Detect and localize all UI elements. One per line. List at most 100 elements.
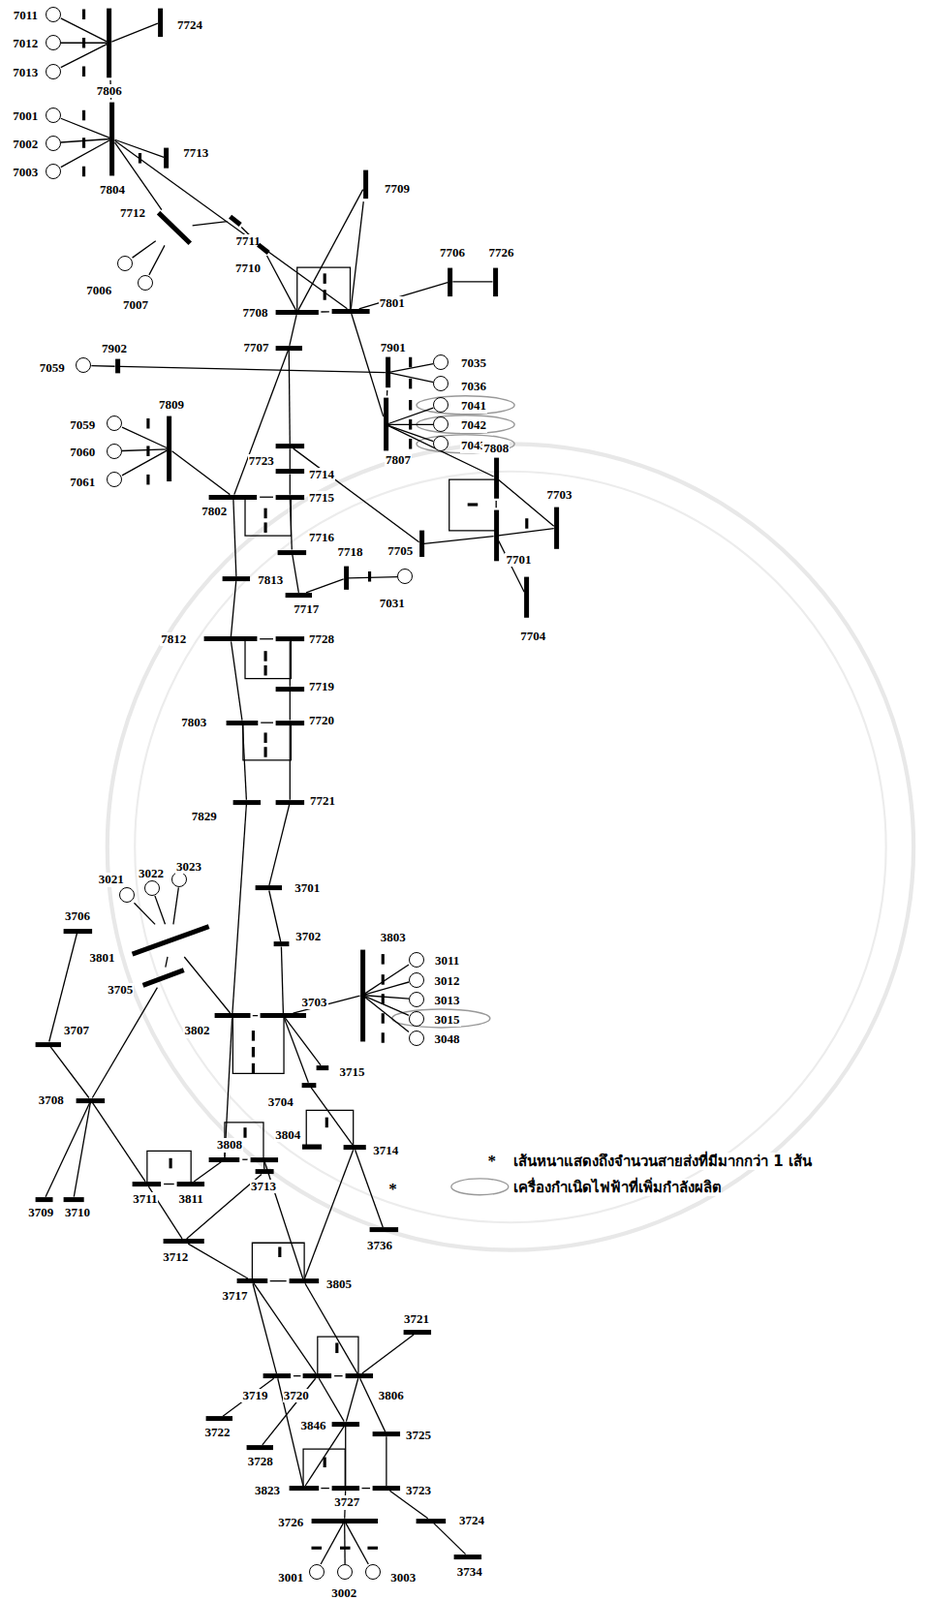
bus-bar-shape bbox=[160, 1238, 207, 1244]
transmission-line-path bbox=[91, 365, 115, 368]
bus-label: 7712 bbox=[119, 206, 147, 220]
breaker-symbol bbox=[368, 571, 372, 583]
bus-bar-line bbox=[263, 1373, 291, 1379]
transmission-line bbox=[269, 890, 281, 942]
transmission-line bbox=[122, 427, 167, 448]
generator-label: 3011 bbox=[433, 954, 461, 968]
transmission-line-path bbox=[61, 44, 107, 68]
transmission-line bbox=[122, 450, 167, 476]
transmission-line-path bbox=[320, 1487, 330, 1489]
bus-label: 7701 bbox=[504, 553, 532, 567]
transmission-line bbox=[388, 426, 495, 477]
bus-label: 3712 bbox=[161, 1250, 189, 1265]
bus-label: 7803 bbox=[180, 715, 208, 730]
bus-label: 7718 bbox=[337, 545, 365, 559]
bus-bar: 3719 bbox=[260, 1373, 294, 1379]
bus-bar-shape bbox=[275, 550, 310, 556]
bus-bar-line bbox=[342, 1144, 366, 1150]
bus-bar-line bbox=[258, 245, 270, 253]
bus-bar-line bbox=[273, 941, 289, 947]
transmission-line bbox=[115, 139, 165, 157]
transmission-line bbox=[305, 1426, 344, 1486]
transmission-line-path bbox=[122, 427, 167, 448]
transmission-line-path bbox=[61, 42, 107, 44]
transmission-line-path bbox=[289, 473, 291, 495]
bus-label: 7807 bbox=[384, 453, 412, 467]
bus-bar-shape bbox=[260, 1373, 294, 1379]
transmission-line-path bbox=[345, 1378, 358, 1422]
bus-bar-shape bbox=[342, 1373, 376, 1379]
breaker-symbol bbox=[381, 993, 385, 1005]
bus-bar-shape bbox=[494, 507, 499, 564]
bus-bar: 7712 bbox=[155, 210, 193, 247]
bus-label: 7806 bbox=[95, 84, 124, 98]
bus-label: 3725 bbox=[404, 1428, 433, 1443]
generator-symbol: 3011 bbox=[408, 952, 425, 968]
breaker-symbol bbox=[251, 1063, 255, 1075]
generator-symbol: 3015 bbox=[408, 1011, 425, 1027]
transmission-line-path bbox=[187, 1243, 248, 1279]
bus-bar-shape bbox=[201, 636, 260, 642]
bus-bar: 7707 bbox=[273, 345, 306, 351]
bus-bar-shape bbox=[166, 413, 172, 485]
generator-symbol: 3013 bbox=[408, 991, 425, 1008]
bus-bar: 7801 bbox=[329, 309, 372, 314]
bus-bar: 7720 bbox=[273, 720, 308, 726]
bus-bar-line bbox=[35, 1197, 54, 1203]
bus-bar: 3720 bbox=[300, 1373, 335, 1379]
bus-bar-shape bbox=[370, 1431, 403, 1437]
bus-label: 7812 bbox=[159, 632, 187, 647]
bus-bar-line bbox=[232, 800, 260, 805]
legend-text: เครื่องกำเนิดไฟฟ้าที่เพิ่มกำลังผลิต bbox=[513, 1178, 722, 1197]
bus-bar: 3726 bbox=[309, 1518, 381, 1524]
bus-bar-shape bbox=[203, 1416, 236, 1422]
bus-loop bbox=[306, 1110, 353, 1147]
bus-loop bbox=[243, 722, 292, 761]
bus-bar: 3722 bbox=[203, 1416, 236, 1422]
bus-bar-shape bbox=[252, 1169, 277, 1175]
bus-bar-shape bbox=[367, 1227, 402, 1233]
generator-label: 7003 bbox=[11, 165, 39, 180]
bus-label: 3728 bbox=[247, 1454, 275, 1469]
bus-bar-shape bbox=[329, 1485, 363, 1491]
transmission-line-path bbox=[318, 1378, 344, 1422]
bus-bar-shape bbox=[383, 395, 389, 454]
generator-label: 3013 bbox=[433, 993, 462, 1008]
transmission-line-path bbox=[320, 310, 330, 312]
bus-label: 3702 bbox=[294, 929, 322, 944]
bus-bar-line bbox=[276, 468, 306, 474]
transmission-line-path bbox=[280, 946, 283, 1014]
bus-bar: 3724 bbox=[413, 1518, 449, 1524]
bus-bar-shape bbox=[206, 1157, 243, 1163]
bus-label: 7704 bbox=[519, 629, 547, 644]
bus-label: 3805 bbox=[325, 1277, 353, 1292]
generator-label: 7060 bbox=[68, 445, 96, 460]
generator-label: 7036 bbox=[460, 379, 488, 394]
bus-bar-shape bbox=[32, 1197, 56, 1203]
breaker-symbol bbox=[82, 8, 86, 20]
transmission-line-path bbox=[133, 902, 155, 925]
generator-symbol: 7043 bbox=[433, 435, 449, 452]
transmission-line-path bbox=[289, 314, 297, 346]
bus-bar-line bbox=[157, 7, 163, 37]
bus-bar: 7802 bbox=[206, 494, 260, 500]
bus-bar: 7726 bbox=[493, 265, 498, 300]
transmission-line bbox=[231, 641, 243, 720]
bus-bar-shape bbox=[73, 1098, 108, 1104]
transmission-line bbox=[73, 1103, 91, 1198]
transmission-line-path bbox=[253, 1283, 316, 1374]
transmission-line bbox=[120, 366, 386, 372]
transmission-line-path bbox=[115, 139, 165, 157]
bus-bar: 3823 bbox=[286, 1485, 322, 1491]
bus-bar-shape bbox=[282, 592, 315, 598]
breaker-symbol bbox=[381, 1013, 385, 1024]
transmission-line-path bbox=[233, 499, 237, 577]
bus-label: 3704 bbox=[267, 1095, 295, 1110]
bus-bar-line bbox=[278, 550, 308, 556]
generator-label: 3012 bbox=[433, 974, 462, 989]
transmission-line bbox=[283, 1018, 309, 1083]
bus-bar: 7812 bbox=[201, 636, 260, 642]
transmission-line-path bbox=[334, 1375, 343, 1377]
bus-bar-line bbox=[302, 1082, 317, 1088]
bus-bar-line bbox=[285, 592, 312, 598]
